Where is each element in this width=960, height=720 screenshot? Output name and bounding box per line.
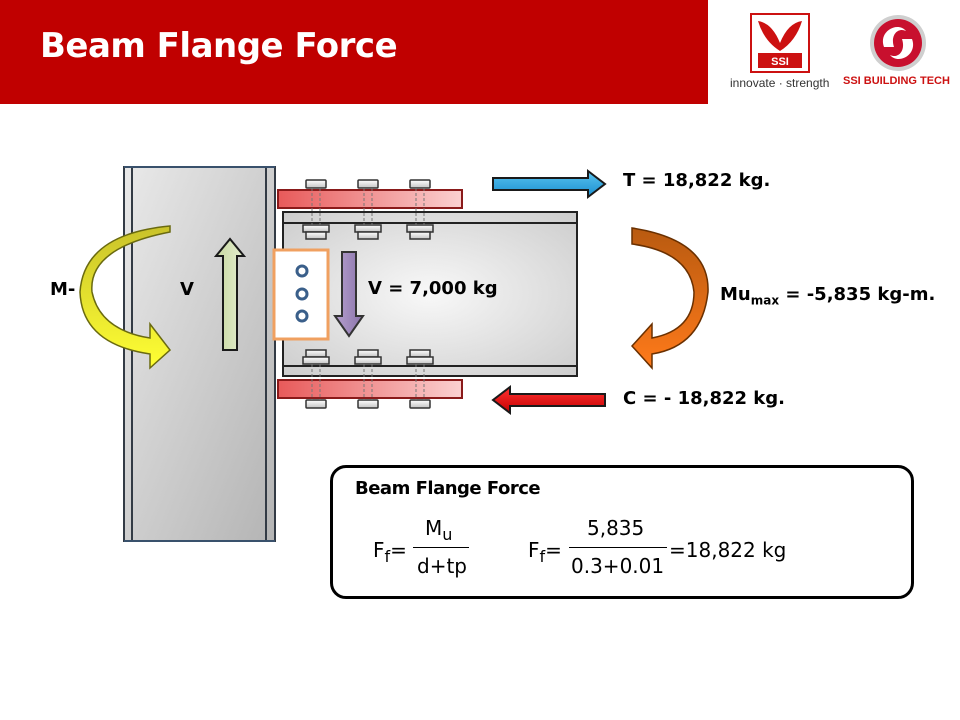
tension-label: T = 18,822 kg.	[623, 170, 771, 191]
formula-result: =18,822 kg	[669, 538, 787, 562]
shear-value-label: V = 7,000 kg	[368, 278, 498, 299]
formula-denominator: d+tp	[417, 554, 467, 578]
ssi-logo-text: SSI	[771, 56, 789, 68]
bolt-hole-icon	[295, 264, 309, 278]
formula-numerator-value: 5,835	[587, 516, 645, 540]
shear-label: V	[180, 279, 194, 300]
bolt-icon	[354, 179, 382, 240]
tension-arrow-icon	[492, 168, 607, 200]
moment-arrow-right-icon	[630, 227, 709, 370]
top-flange-plate	[277, 189, 463, 209]
bolt-icon	[302, 349, 330, 409]
formula-numerator: Mu	[425, 516, 453, 544]
compression-arrow-icon	[491, 384, 606, 416]
formula-box: Beam Flange Force Ff= Mu d+tp Ff= 5,835 …	[330, 465, 914, 599]
moment-label: M-	[50, 279, 76, 300]
ssi-building-tech-logo-icon	[870, 15, 926, 71]
formula-heading: Beam Flange Force	[355, 478, 541, 499]
bottom-bolts	[302, 349, 434, 409]
top-bolts	[302, 179, 434, 240]
formula-lhs: Ff=	[373, 538, 407, 566]
ssi-logo-icon: SSI	[750, 13, 810, 73]
building-tech-text: SSI BUILDING TECH	[843, 75, 950, 87]
bolt-hole-icon	[295, 287, 309, 301]
bolt-icon	[354, 349, 382, 409]
bolt-icon	[406, 349, 434, 409]
formula-lhs-numeric: Ff=	[528, 538, 562, 566]
moment-arrow-left-icon	[79, 225, 172, 370]
shear-arrow-down-icon	[333, 251, 365, 338]
slide-title: Beam Flange Force	[40, 26, 398, 66]
compression-label: C = - 18,822 kg.	[623, 388, 785, 409]
bolt-icon	[302, 179, 330, 240]
web-bolt-group	[272, 248, 330, 341]
bolt-hole-icon	[295, 309, 309, 323]
fraction-line	[413, 547, 469, 548]
formula-denominator-value: 0.3+0.01	[571, 554, 665, 578]
shear-arrow-up-icon	[213, 237, 247, 351]
tagline: innovate · strength	[730, 76, 830, 90]
bolt-icon	[406, 179, 434, 240]
moment-value-label: Mumax = -5,835 kg-m.	[720, 284, 936, 308]
bottom-flange-plate	[277, 379, 463, 399]
fraction-line	[569, 547, 667, 548]
title-banner: Beam Flange Force	[0, 0, 708, 104]
